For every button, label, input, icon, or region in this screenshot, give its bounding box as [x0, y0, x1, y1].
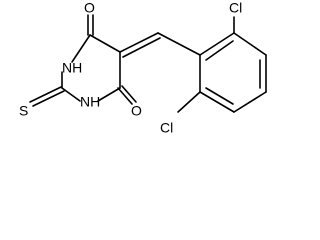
- bond-ph-1-2: [199, 32, 235, 56]
- chloro-bonds: [177, 16, 235, 113]
- bond-c5-ch-a: [119, 32, 159, 53]
- bond-c6-n1: [97, 87, 121, 102]
- atom-labels: O O S NH NH Cl Cl: [19, 0, 242, 136]
- atom-o-top: O: [84, 0, 95, 16]
- bond-c5-ch-b: [122, 37, 161, 58]
- pyrimidine-ring: [61, 34, 121, 102]
- phenyl-ring: [199, 32, 267, 113]
- bond-c2-s-b: [32, 90, 65, 107]
- bond-ph-4-5: [233, 91, 267, 113]
- bond-ph-inner-c: [205, 87, 234, 105]
- atom-cl-top: Cl: [229, 0, 242, 16]
- bond-cl-bottom: [177, 91, 201, 113]
- bond-ph-2-3: [233, 32, 267, 56]
- bond-ch-aryl: [157, 32, 201, 56]
- bond-c4-c5: [89, 34, 121, 53]
- bond-c6-o-bottom-b: [121, 85, 137, 103]
- exocyclic-bonds: [29, 14, 137, 107]
- bond-c6-o-bottom-a: [117, 87, 133, 105]
- benzylidene-bridge: [119, 32, 201, 58]
- bond-n1-c2: [61, 87, 81, 102]
- bond-ph-inner-a: [205, 40, 234, 61]
- molecule-structure: O O S NH NH Cl Cl: [19, 0, 267, 136]
- atom-nh-lower: NH: [80, 94, 100, 110]
- bond-c2-s-a: [29, 86, 62, 103]
- atom-nh-upper: NH: [62, 60, 82, 76]
- atom-cl-bottom: Cl: [160, 120, 173, 136]
- atom-s: S: [19, 103, 28, 119]
- bond-ph-5-6: [199, 91, 235, 113]
- atom-o-bottom: O: [131, 103, 142, 119]
- bond-n3-c4: [71, 34, 91, 63]
